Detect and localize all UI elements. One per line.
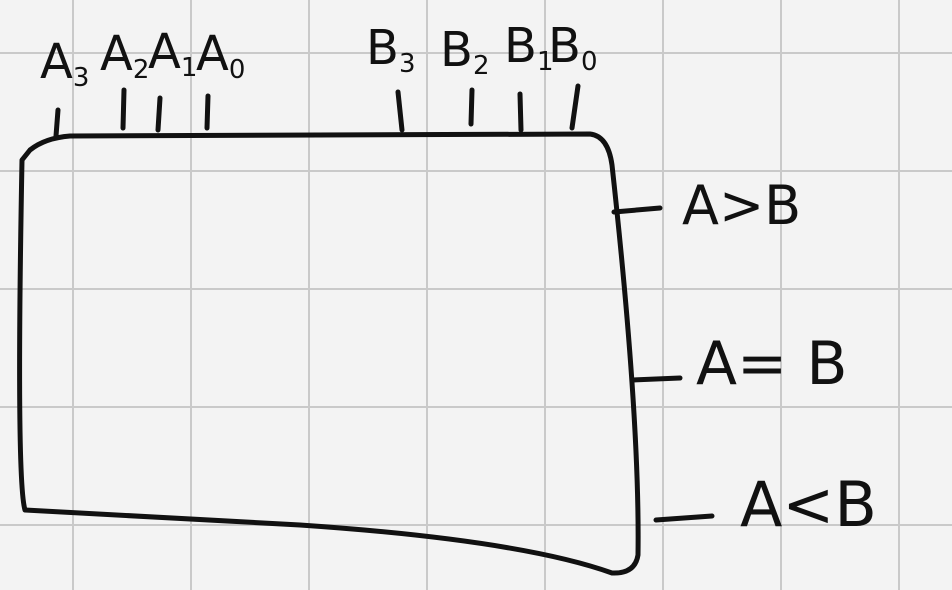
pin-a1 <box>155 95 163 133</box>
label-a3: A3 <box>40 34 89 93</box>
pin-a2 <box>120 87 127 131</box>
output-line-lt <box>653 513 715 523</box>
output-label-gt: A>B <box>682 174 801 237</box>
label-a0: A0 <box>196 26 245 85</box>
output-label-eq: A= B <box>696 329 848 399</box>
pin-a3 <box>53 107 61 139</box>
pin-a0 <box>204 93 211 131</box>
label-b3: B3 <box>366 20 415 79</box>
output-label-lt: A<B <box>740 468 877 541</box>
output-line-eq <box>629 375 683 383</box>
label-a2: A2 <box>100 26 149 85</box>
pin-b0 <box>569 83 581 131</box>
label-a1: A1 <box>148 24 197 83</box>
comparator-block <box>17 131 641 576</box>
pin-b2 <box>468 87 475 127</box>
label-b2: B2 <box>440 22 489 81</box>
pin-b1 <box>517 91 524 133</box>
label-b0: B0 <box>548 18 597 77</box>
pin-b3 <box>395 89 405 133</box>
output-line-gt <box>611 205 663 215</box>
label-b1: B1 <box>504 18 553 77</box>
